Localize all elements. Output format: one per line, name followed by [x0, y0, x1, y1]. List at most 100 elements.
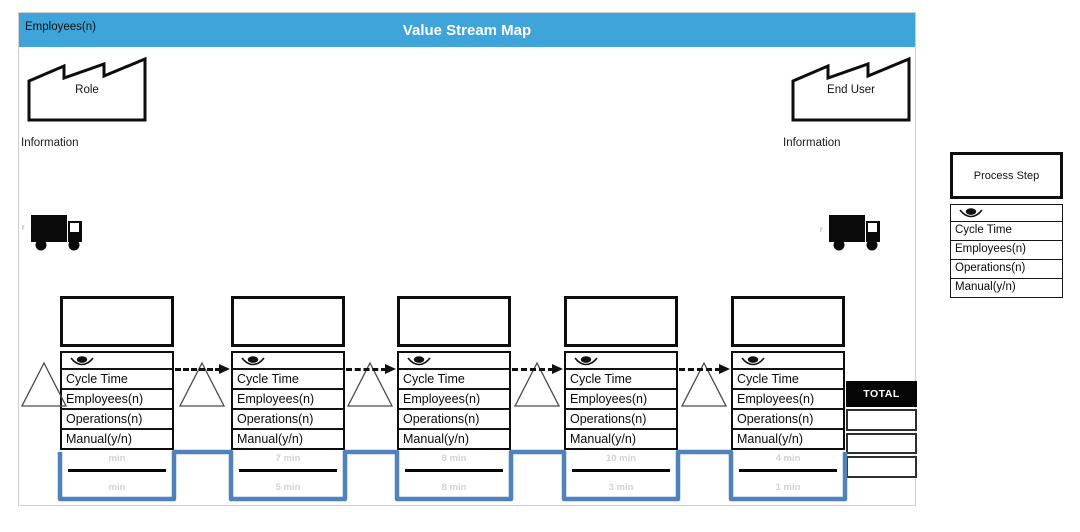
process-attribute-row[interactable]: Cycle Time: [233, 368, 343, 388]
legend-title: Process Step: [973, 169, 1040, 182]
inventory-triangle-icon[interactable]: [178, 361, 226, 408]
header-employees-label: Employees(n): [25, 21, 96, 33]
vsm-sheet: Employees(n) Value Stream Map Role End U…: [18, 12, 917, 506]
total-cell-2[interactable]: [846, 433, 917, 454]
process-attribute-row[interactable]: Operations(n): [566, 408, 676, 428]
arrowhead-icon: [719, 364, 730, 374]
truck-shipment-left[interactable]: [29, 208, 89, 254]
cycle-time-value[interactable]: 7 min: [275, 453, 301, 464]
eye-icon: [407, 355, 431, 365]
cycle-time-value[interactable]: 4 min: [775, 453, 801, 464]
total-cell-1[interactable]: [846, 409, 917, 431]
timeline-divider-line: [405, 469, 503, 472]
inventory-triangle-icon[interactable]: [20, 361, 68, 408]
process-attribute-row[interactable]: Manual(y/n): [733, 428, 843, 448]
cycle-time-value[interactable]: 8 min: [441, 453, 467, 464]
process-attribute-row[interactable]: Manual(y/n): [233, 428, 343, 448]
process-name-box[interactable]: [231, 296, 345, 347]
dashed-arrow[interactable]: [346, 364, 396, 376]
supplier-shape-role[interactable]: Role: [26, 54, 148, 126]
eye-icon: [741, 355, 765, 365]
process-attribute-row[interactable]: Cycle Time: [399, 368, 509, 388]
process-name-box[interactable]: [731, 296, 845, 347]
process-attribute-row[interactable]: Manual(y/n): [566, 428, 676, 448]
legend-attribute-row: Cycle Time: [951, 221, 1062, 240]
dashed-line: [679, 368, 721, 371]
dashed-line: [175, 368, 221, 371]
process-attribute-row[interactable]: Cycle Time: [62, 368, 172, 388]
process-attribute-row[interactable]: Employees(n): [566, 388, 676, 408]
dashed-line: [346, 368, 387, 371]
legend-attribute-row: Manual(y/n): [951, 278, 1062, 297]
cycle-time-value[interactable]: 10 min: [605, 453, 637, 464]
dashed-line: [512, 368, 554, 371]
inventory-triangle-icon[interactable]: [513, 361, 561, 408]
customer-shape-end-user[interactable]: End User: [790, 54, 912, 126]
eye-icon: [241, 355, 265, 365]
wait-time-value[interactable]: 1 min: [775, 482, 801, 493]
title-bar: Employees(n) Value Stream Map: [19, 13, 915, 47]
process-attribute-row[interactable]: Operations(n): [733, 408, 843, 428]
information-label-left: Information: [21, 137, 79, 149]
inventory-triangle-icon[interactable]: [680, 361, 728, 408]
process-attribute-row[interactable]: Manual(y/n): [399, 428, 509, 448]
dashed-arrow[interactable]: [175, 364, 230, 376]
process-name-box[interactable]: [397, 296, 511, 347]
process-name-box[interactable]: [564, 296, 678, 347]
total-header: TOTAL: [846, 381, 917, 407]
truck-shipment-right[interactable]: [827, 208, 887, 254]
process-attribute-row[interactable]: Operations(n): [62, 408, 172, 428]
wait-time-value[interactable]: 5 min: [275, 482, 301, 493]
eye-row: [951, 205, 1062, 221]
information-label-right: Information: [783, 137, 841, 149]
process-attribute-row[interactable]: Employees(n): [399, 388, 509, 408]
legend-attribute-row: Operations(n): [951, 259, 1062, 278]
truck-icon: [31, 215, 82, 251]
factory-icon: [27, 56, 147, 122]
eye-icon: [959, 208, 983, 218]
timeline-divider-line: [68, 469, 166, 472]
lead-time-ladder: [57, 449, 848, 502]
arrowhead-icon: [385, 364, 396, 374]
timeline-divider-line: [239, 469, 337, 472]
eye-row[interactable]: [62, 353, 172, 368]
wait-time-value[interactable]: min: [108, 482, 126, 493]
eye-row[interactable]: [566, 353, 676, 368]
truck-mark-right: r: [820, 225, 823, 234]
wait-time-value[interactable]: 3 min: [608, 482, 634, 493]
process-attribute-row[interactable]: Employees(n): [733, 388, 843, 408]
inventory-triangle-icon[interactable]: [346, 361, 394, 408]
process-attribute-row[interactable]: Employees(n): [62, 388, 172, 408]
process-attribute-row[interactable]: Operations(n): [399, 408, 509, 428]
process-attribute-row[interactable]: Operations(n): [233, 408, 343, 428]
truck-icon: [829, 215, 880, 251]
arrowhead-icon: [552, 364, 563, 374]
process-name-box[interactable]: [60, 296, 174, 347]
eye-row[interactable]: [733, 353, 843, 368]
eye-icon: [70, 355, 94, 365]
eye-icon: [574, 355, 598, 365]
process-attribute-row[interactable]: Cycle Time: [566, 368, 676, 388]
legend-process-step-box[interactable]: Process Step: [950, 152, 1063, 199]
truck-mark-left: r: [22, 223, 25, 232]
customer-end-user-label: End User: [827, 84, 875, 96]
page-title: Value Stream Map: [402, 21, 532, 39]
eye-row[interactable]: [399, 353, 509, 368]
cycle-time-value[interactable]: min: [108, 453, 126, 464]
eye-row[interactable]: [233, 353, 343, 368]
dashed-arrow[interactable]: [679, 364, 730, 376]
timeline-divider-line: [739, 469, 837, 472]
legend-attribute-row: Employees(n): [951, 240, 1062, 259]
supplier-role-label: Role: [75, 84, 99, 96]
process-attribute-row[interactable]: Manual(y/n): [62, 428, 172, 448]
process-attribute-row[interactable]: Employees(n): [233, 388, 343, 408]
process-attribute-row[interactable]: Cycle Time: [733, 368, 843, 388]
dashed-arrow[interactable]: [512, 364, 563, 376]
wait-time-value[interactable]: 8 min: [441, 482, 467, 493]
